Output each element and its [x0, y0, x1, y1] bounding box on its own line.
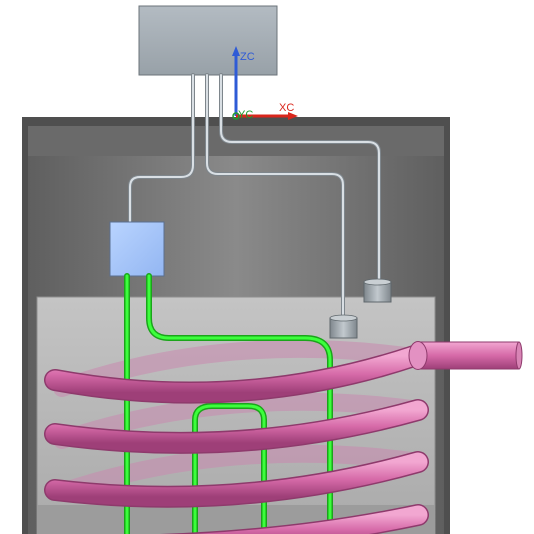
xc-label: XC [279, 102, 294, 114]
coil-turn-4-fill [193, 505, 428, 534]
yc-label: YC [238, 109, 253, 121]
conduit-3-highlight [220, 74, 380, 283]
sensor-probe-left[interactable] [329, 314, 358, 339]
conduit-2-highlight [206, 74, 344, 319]
xc-arrowhead [288, 112, 298, 120]
heating-element-loop-core [193, 404, 266, 534]
control-box[interactable] [138, 5, 278, 76]
gray-conduits[interactable] [128, 73, 381, 320]
conduit-1-highlight [129, 74, 194, 223]
zc-arrowhead [232, 46, 240, 56]
junction-box[interactable] [109, 221, 165, 277]
coil-turn-1-fill [45, 346, 424, 403]
wcs-triad[interactable]: ZC XC YC [232, 46, 298, 121]
sensor-top [363, 278, 392, 286]
outlet-pipe-body [415, 341, 520, 370]
heat-exchanger-coil[interactable] [44, 345, 429, 534]
outlet-pipe-end [515, 341, 523, 370]
coil-outlet-pipe[interactable] [408, 341, 523, 370]
coil-turn-3-fill [45, 452, 428, 507]
coil-turn-2-fill [45, 400, 428, 453]
sensor-top [329, 314, 358, 322]
triad-origin [232, 112, 240, 120]
outlet-pipe-elbow [408, 341, 428, 370]
zc-label: ZC [240, 51, 255, 63]
wire-right-core [147, 274, 332, 534]
sensor-probe-right[interactable] [363, 278, 392, 303]
